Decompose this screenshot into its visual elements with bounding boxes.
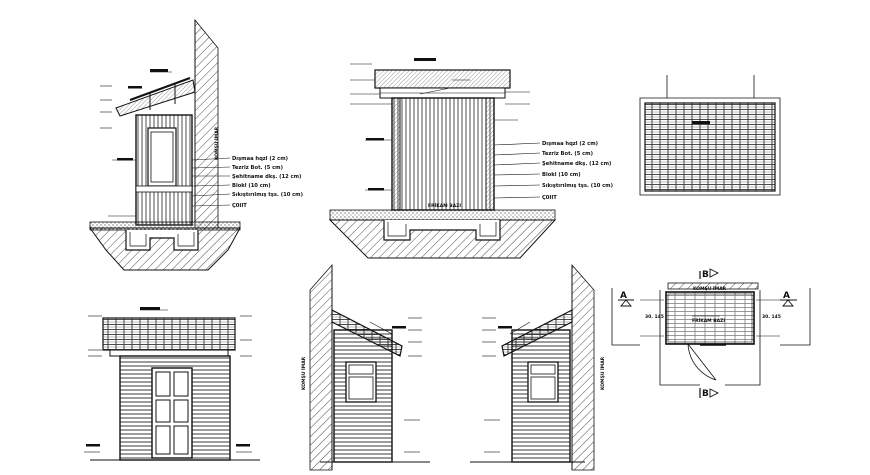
front-elevation [84,307,260,461]
room-label: FRİKAM BAZI [692,317,725,324]
layer-label: Sıkıştırılmış tşs. (10 cm) [232,192,303,198]
svg-text:A: A [620,291,627,301]
section-cut-marker-b-top: B [699,268,720,280]
floor-plan: KOMŞU İMAR FRİKAM BAZI 30. 145 30. 145 A… [611,268,811,399]
door [151,367,193,459]
svg-text:B: B [702,389,709,399]
neighbor-wall [194,18,219,229]
layer-label: Tezriz Bot. (5 cm) [232,165,283,171]
roof-slab [115,79,196,117]
svg-text:A: A [783,291,790,301]
section-cut-marker-a-left: A [618,291,634,307]
section-cut-marker-b-bottom: B [699,388,720,399]
side-elevation-right: KOMŞU İMAR [470,263,606,471]
roof-slab [374,69,511,89]
window [345,361,377,403]
door-swing [687,343,717,381]
roof-tiles [102,317,236,351]
layer-label: Şehitname dkş. (12 cm) [542,161,611,167]
svg-text:B: B [702,270,709,280]
wall-label: KOMŞU İMAR [693,285,727,292]
layer-label: Ç0IIT [232,203,247,209]
layer-label: Dışmaa hqzl (2 cm) [542,141,598,147]
wall-label: KOMŞU İMAR [599,356,606,390]
neighbor-wall [309,263,333,471]
section-cut-marker-a-right: A [780,291,797,307]
layer-callouts: Dışmaa hqzl (2 cm) Tezriz Bot. (5 cm) Şe… [493,141,613,201]
layer-label: Tezriz Bot. (5 cm) [542,151,593,157]
neighbor-wall [667,282,759,290]
wall-label: KOMŞU İMAR [300,356,307,390]
wall-label: KOMŞU İMAR [213,126,220,160]
layer-label: Dışmaa hqzl (2 cm) [232,156,288,162]
window [527,361,559,403]
layer-label: Sıkıştırılmış tşs. (10 cm) [542,183,613,189]
booth-section [391,97,495,211]
layer-label: Şehitname dkş. (12 cm) [232,174,301,180]
layer-label: Blokl (10 cm) [232,183,271,189]
neighbor-wall [571,263,595,471]
section-b: Dışmaa hqzl (2 cm) Tezriz Bot. (5 cm) Şe… [328,58,613,259]
side-elevation-left: KOMŞU İMAR [300,263,430,471]
floor-label: FRİKAM BAZI [428,202,461,209]
section-a: KOMŞU İMAR Dışmaa hqzl (2 cm) Tezriz Bot… [89,18,303,271]
roof-plan [639,75,781,196]
layer-label: Ç0IIT [542,195,557,201]
booth-plan [665,291,755,345]
dimension-label: 30. 145 [645,314,664,320]
layer-label: Blokl (10 cm) [542,172,581,178]
layer-callouts: Dışmaa hqzl (2 cm) Tezriz Bot. (5 cm) Şe… [191,156,303,209]
roof-tiles [644,102,776,192]
dimension-label: 30. 145 [762,314,781,320]
